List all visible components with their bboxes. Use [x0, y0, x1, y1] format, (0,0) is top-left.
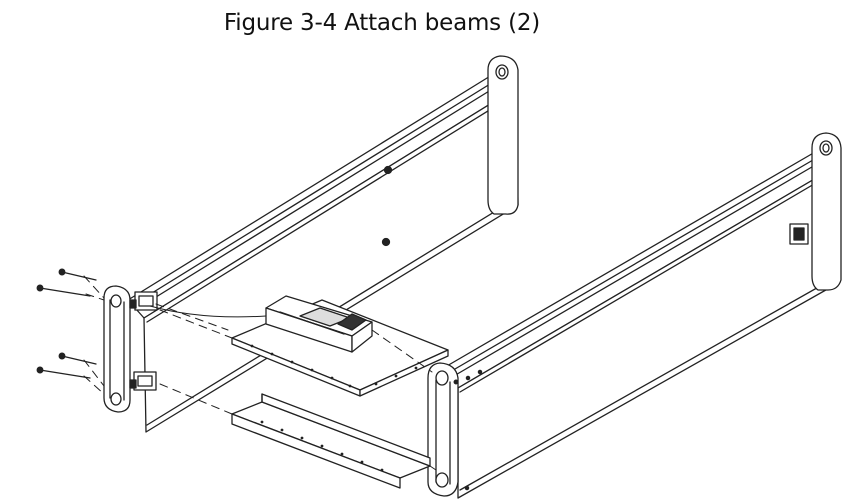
left-end-bracket: [103, 285, 158, 413]
control-module: [265, 295, 373, 353]
front-rail: [427, 132, 842, 499]
lower-crossbeam: [231, 393, 431, 489]
screw: [58, 268, 97, 281]
screw: [36, 366, 91, 379]
figure-title: Figure 3-4 Attach beams (2): [223, 10, 541, 36]
screw: [58, 352, 97, 365]
screws: [36, 268, 97, 379]
rail-hole-upper: [383, 165, 393, 175]
rail-hole-lower: [381, 237, 391, 247]
cable: [149, 305, 267, 318]
screw: [36, 284, 91, 297]
assembly-guide-lines: [83, 275, 437, 471]
